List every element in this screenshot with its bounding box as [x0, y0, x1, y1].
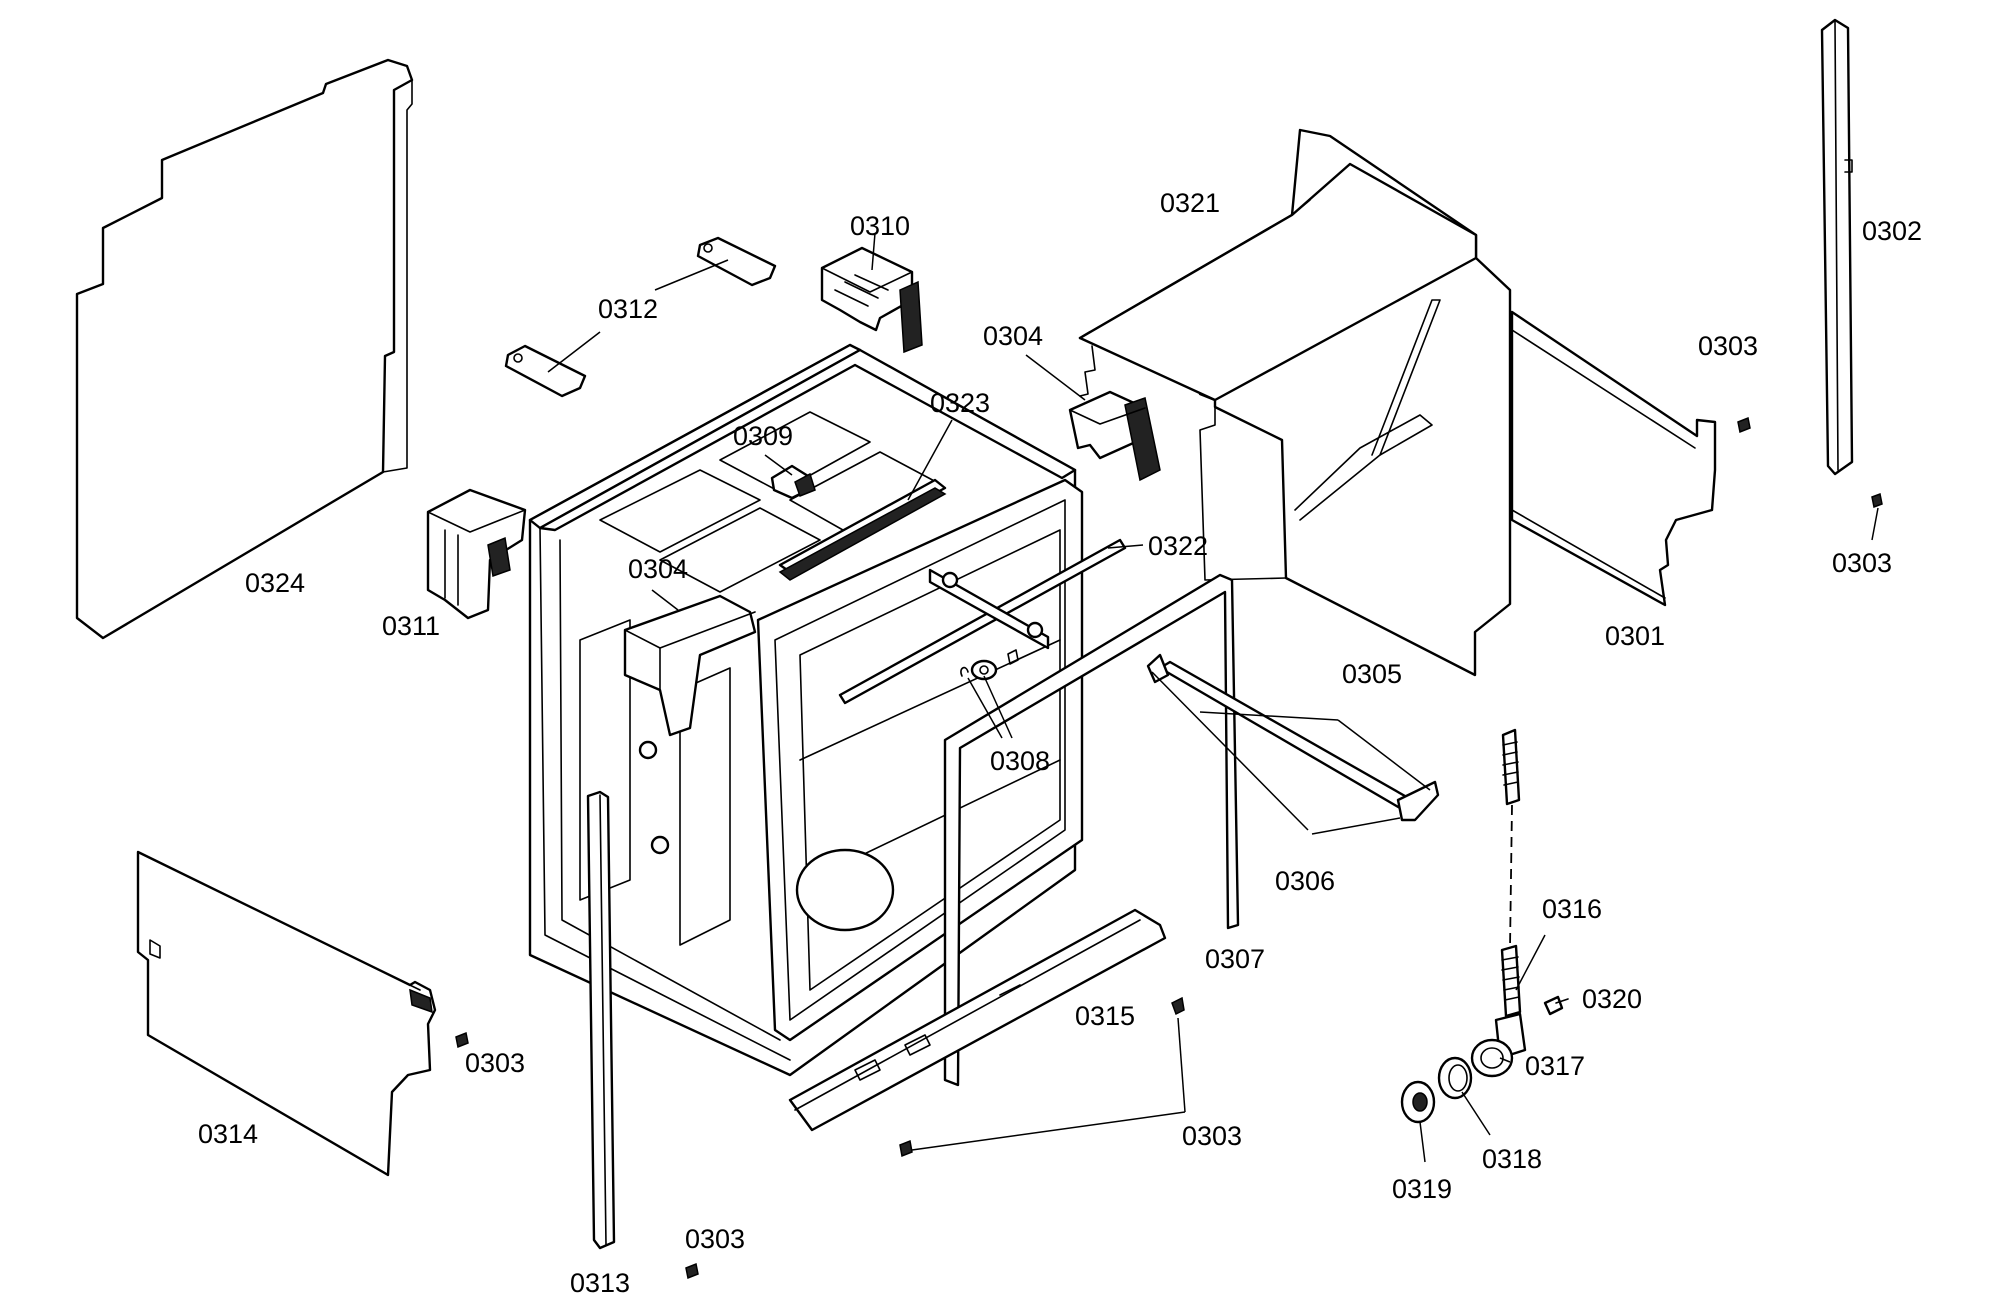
label-0309: 0309 — [733, 421, 793, 451]
label-0303-bottom: 0303 — [1182, 1121, 1242, 1151]
part-0310-bracket — [820, 246, 923, 354]
leader-lines — [547, 232, 1879, 1163]
label-0305: 0305 — [1342, 659, 1402, 689]
part-0303-screws — [455, 416, 1883, 1280]
part-0304-front-bracket — [623, 594, 757, 737]
label-0321: 0321 — [1160, 188, 1220, 218]
part-0302-vertical-rail — [1820, 18, 1854, 476]
label-0306: 0306 — [1275, 866, 1335, 896]
label-0307: 0307 — [1205, 944, 1265, 974]
label-0303-right: 0303 — [1832, 548, 1892, 578]
label-0312: 0312 — [598, 294, 658, 324]
label-0311: 0311 — [382, 611, 440, 641]
part-0324-rear-panel — [75, 58, 414, 640]
label-0317: 0317 — [1525, 1051, 1585, 1081]
part-0301-base-strip — [1510, 310, 1717, 607]
part-0305-hinge-rod — [1146, 653, 1440, 822]
part-labels: 0301 0302 0303 0303 0303 0303 0303 0304 … — [198, 188, 1922, 1297]
part-0308-fasteners — [960, 649, 1019, 681]
label-0313: 0313 — [570, 1268, 630, 1297]
part-0313-vertical-rail — [586, 790, 616, 1250]
label-0320: 0320 — [1582, 984, 1642, 1014]
label-0302: 0302 — [1862, 216, 1922, 246]
label-0314: 0314 — [198, 1119, 258, 1149]
part-0312-plates — [504, 236, 777, 398]
part-0311-bracket — [426, 488, 527, 620]
part-0317-elbow — [1470, 1012, 1527, 1078]
label-0318: 0318 — [1482, 1144, 1542, 1174]
label-0301: 0301 — [1605, 621, 1665, 651]
label-0319: 0319 — [1392, 1174, 1452, 1204]
label-0304-front: 0304 — [628, 554, 688, 584]
label-0315: 0315 — [1075, 1001, 1135, 1031]
part-0307-gasket — [943, 573, 1240, 1087]
label-0316: 0316 — [1542, 894, 1602, 924]
part-0314-lower-panel — [136, 850, 437, 1177]
part-0323-top-bar — [778, 478, 947, 581]
label-0323: 0323 — [930, 388, 990, 418]
label-0304-top: 0304 — [983, 321, 1043, 351]
part-0320-screw — [1543, 995, 1569, 1016]
part-0318-ring — [1437, 1056, 1473, 1100]
label-0308: 0308 — [990, 746, 1050, 776]
label-0303-left: 0303 — [465, 1048, 525, 1078]
label-0324: 0324 — [245, 568, 305, 598]
part-0321-side-panel — [1078, 128, 1512, 677]
label-0303-bottom-left: 0303 — [685, 1224, 745, 1254]
label-0303-right-top: 0303 — [1698, 331, 1758, 361]
part-0322-crossbar — [838, 538, 1127, 705]
part-0319-cap — [1400, 1080, 1436, 1124]
part-0309-clip — [770, 464, 816, 500]
part-0316-hose — [1500, 728, 1522, 1018]
part-0315-base-plate — [788, 908, 1167, 1132]
part-tub-assembly — [528, 343, 1084, 1077]
label-0322: 0322 — [1148, 531, 1208, 561]
part-0304-top-bracket — [1068, 390, 1161, 482]
label-0310: 0310 — [850, 211, 910, 241]
